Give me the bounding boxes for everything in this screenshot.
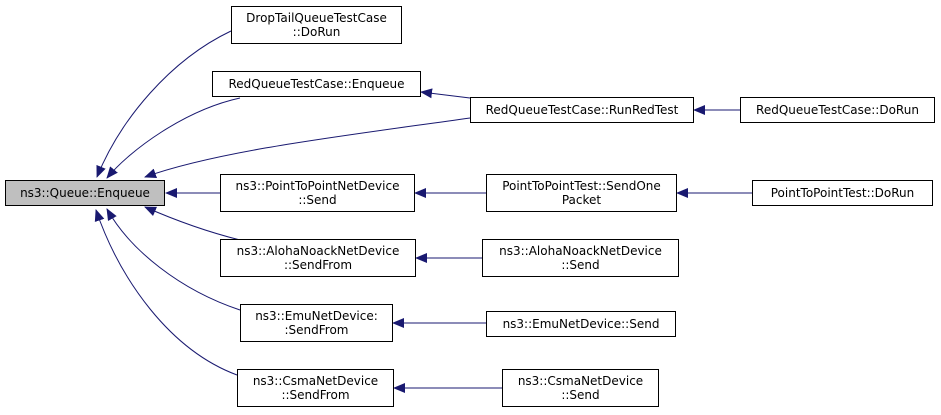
edge-droptail-to-enqueue <box>96 30 232 178</box>
node-red-runredtest[interactable]: RedQueueTestCase::RunRedTest <box>470 97 694 123</box>
node-label: RedQueueTestCase::DoRun <box>756 103 919 117</box>
node-aloha-sendfrom[interactable]: ns3::AlohaNoackNetDevice ::SendFrom <box>220 239 416 277</box>
node-emu-sendfrom[interactable]: ns3::EmuNetDevice: :SendFrom <box>240 304 393 342</box>
node-queue-enqueue: ns3::Queue::Enqueue <box>5 180 165 206</box>
node-p2p-send[interactable]: ns3::PointToPointNetDevice ::Send <box>220 174 415 212</box>
node-emu-send[interactable]: ns3::EmuNetDevice::Send <box>486 311 676 337</box>
node-label: RedQueueTestCase::Enqueue <box>228 77 405 91</box>
node-label: ns3::PointToPointNetDevice <box>235 179 400 193</box>
node-csma-sendfrom[interactable]: ns3::CsmaNetDevice ::SendFrom <box>237 369 394 407</box>
edge-csmasendfrom-to-enqueue <box>94 209 238 376</box>
node-label: ::Send <box>561 388 600 402</box>
node-label: ns3::AlohaNoackNetDevice <box>236 244 400 258</box>
edge-redenqueue-to-enqueue <box>106 97 241 179</box>
edge-alohasendfrom-to-enqueue <box>144 206 241 241</box>
node-csma-send[interactable]: ns3::CsmaNetDevice ::Send <box>502 369 659 407</box>
node-label: RedQueueTestCase::RunRedTest <box>485 103 679 117</box>
node-red-enqueue[interactable]: RedQueueTestCase::Enqueue <box>212 71 421 97</box>
node-label: PointToPointTest::SendOne <box>502 179 661 193</box>
node-label: ns3::EmuNetDevice: <box>255 309 378 323</box>
node-label: ns3::Queue::Enqueue <box>20 186 150 200</box>
node-red-dorun[interactable]: RedQueueTestCase::DoRun <box>740 97 935 123</box>
node-label: ::SendFrom <box>283 258 353 272</box>
node-p2p-sendonepacket[interactable]: PointToPointTest::SendOne Packet <box>486 174 677 212</box>
edge-runredtest-to-enqueue <box>144 117 471 178</box>
node-label: Packet <box>561 193 602 207</box>
node-label: PointToPointTest::DoRun <box>770 186 915 200</box>
edge-runredtest-to-redenqueue <box>420 88 471 99</box>
node-aloha-send[interactable]: ns3::AlohaNoackNetDevice ::Send <box>482 239 679 277</box>
node-label: ns3::AlohaNoackNetDevice <box>499 244 662 258</box>
node-label: DropTailQueueTestCase <box>246 11 387 25</box>
edge-emusendfrom-to-enqueue <box>106 208 241 311</box>
node-label: ::DoRun <box>292 25 341 39</box>
node-p2p-dorun[interactable]: PointToPointTest::DoRun <box>752 180 933 206</box>
node-label: :SendFrom <box>284 323 349 337</box>
node-droptail-dorun[interactable]: DropTailQueueTestCase ::DoRun <box>231 6 402 44</box>
node-label: ::SendFrom <box>281 388 350 402</box>
node-label: ::Send <box>561 258 600 272</box>
node-label: ns3::CsmaNetDevice <box>252 374 379 388</box>
node-label: ns3::EmuNetDevice::Send <box>502 317 660 331</box>
node-label: ns3::CsmaNetDevice <box>517 374 644 388</box>
node-label: ::Send <box>298 193 337 207</box>
